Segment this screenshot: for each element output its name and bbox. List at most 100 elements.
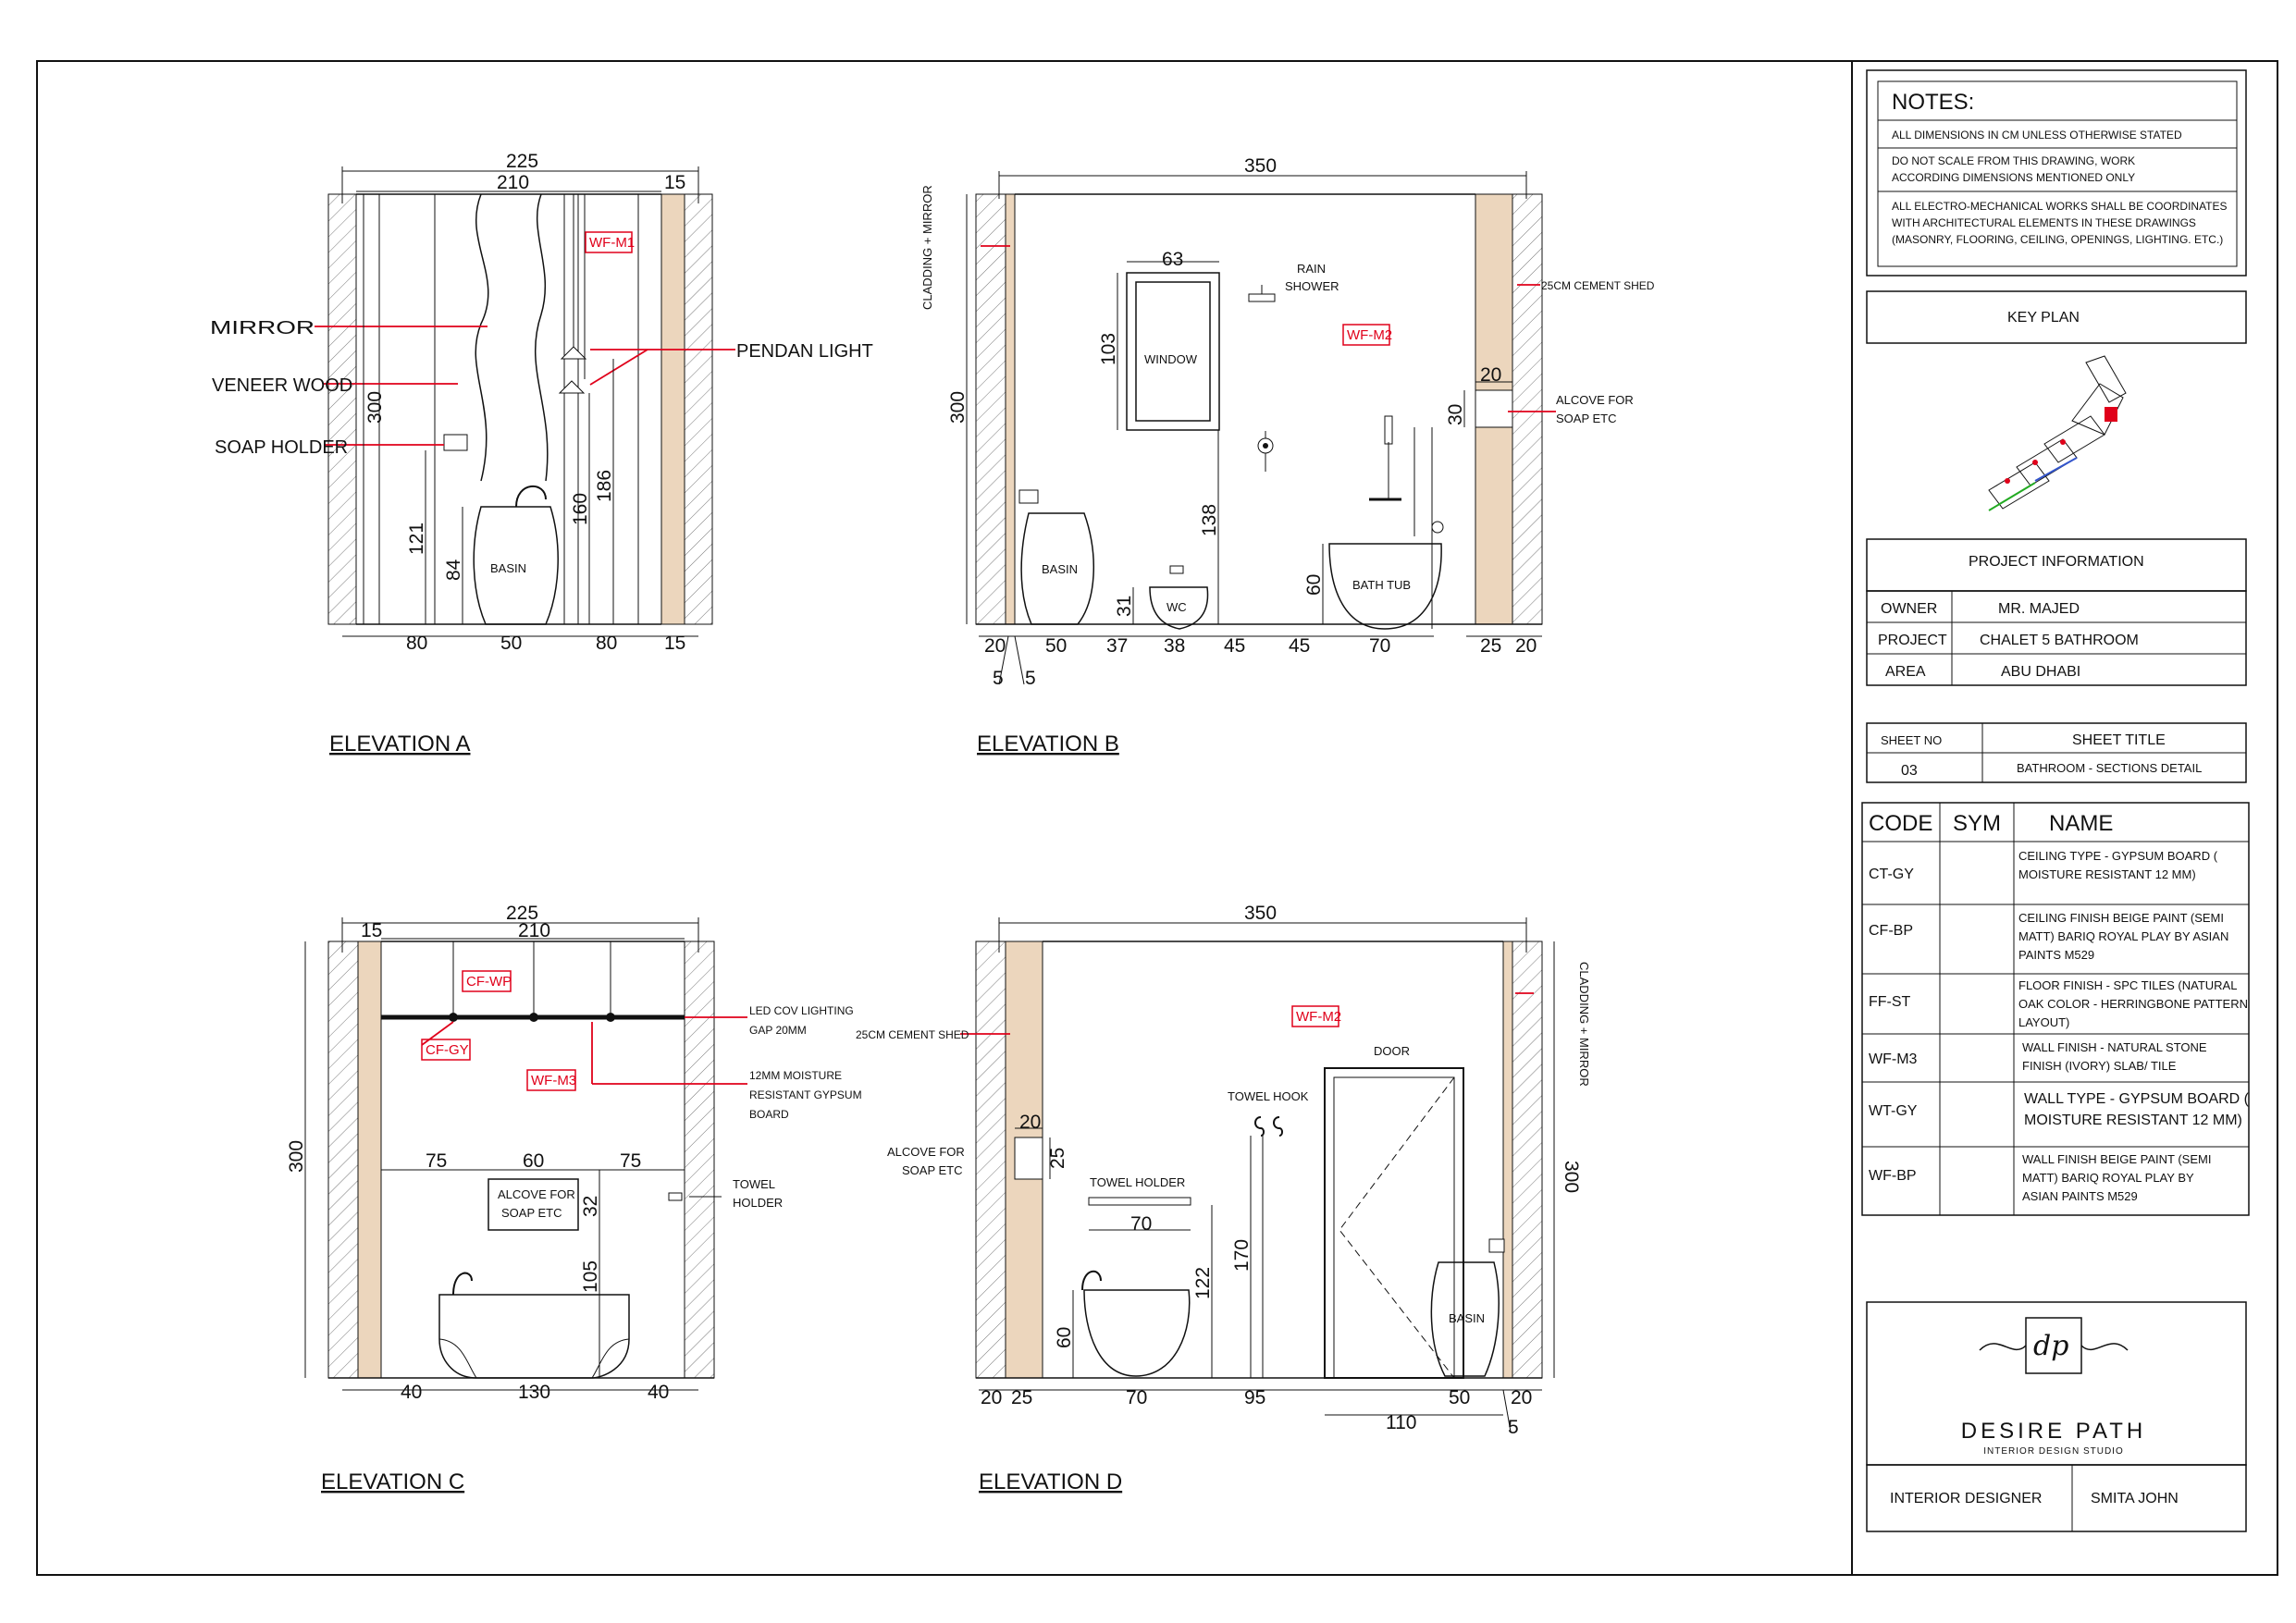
legend-row: FLOOR FINISH - SPC TILES (NATURAL: [2018, 978, 2237, 992]
dim-63: 63: [1162, 249, 1183, 270]
bathtub: [1328, 543, 1442, 630]
label-soap-holder: SOAP HOLDER: [215, 437, 348, 458]
elevation-c-title: ELEVATION C: [321, 1469, 464, 1494]
info-project-key: PROJECT: [1878, 633, 1947, 648]
note-3a: ALL ELECTRO-MECHANICAL WORKS SHALL BE CO…: [1892, 200, 2228, 213]
label-gyp-1: 12MM MOISTURE: [749, 1069, 842, 1082]
label-alcove-b-1: ALCOVE FOR: [1556, 393, 1634, 407]
label-led-1: LED COV LIGHTING: [749, 1004, 854, 1017]
legend-row: PAINTS M529: [2018, 948, 2094, 962]
label-alcove-d-1: ALCOVE FOR: [887, 1145, 965, 1159]
dim-d-5: 20: [1511, 1387, 1532, 1408]
label-mirror: MIRROR: [210, 318, 315, 338]
legend-code-wf-bp: WF-BP: [1869, 1168, 1917, 1184]
sheet-border: [36, 60, 2278, 1576]
elevation-a: BASIN WF-M1 MIRROR VENEER WOOD SOAP HOLD…: [210, 151, 873, 756]
dim-b-4: 45: [1224, 635, 1245, 657]
info-owner-key: OWNER: [1881, 601, 1937, 617]
info-area-key: AREA: [1885, 664, 1926, 680]
basin-b-label: BASIN: [1042, 562, 1078, 576]
dim-210: 210: [497, 172, 529, 193]
basin-d: [1430, 1261, 1500, 1377]
basin-label: BASIN: [490, 561, 526, 575]
dim-15-bottom: 15: [664, 633, 685, 654]
legend-row: WALL FINISH - NATURAL STONE: [2022, 1040, 2207, 1054]
dim-122: 122: [1192, 1267, 1214, 1299]
info-project-value: CHALET 5 BATHROOM: [1980, 633, 2139, 648]
dim-225-c: 225: [506, 903, 538, 924]
window-label: WINDOW: [1144, 352, 1198, 366]
label-towel-holder: TOWEL HOLDER: [1090, 1175, 1185, 1189]
desire-path-logo: dp: [1979, 1317, 2129, 1374]
legend-row: LAYOUT): [2018, 1015, 2069, 1029]
dim-300-d: 300: [1561, 1161, 1582, 1193]
dim-105: 105: [580, 1260, 601, 1293]
brand-subtitle: INTERIOR DESIGN STUDIO: [1983, 1446, 2123, 1457]
tag-wf-m3: WF-M3: [531, 1073, 576, 1088]
door: [1324, 1067, 1464, 1379]
label-door: DOOR: [1374, 1044, 1410, 1058]
dim-b-2: 37: [1106, 635, 1128, 657]
label-gyp-2: RESISTANT GYPSUM: [749, 1088, 862, 1101]
bathtub-label: BATH TUB: [1352, 578, 1411, 592]
bottom-dims-d: 20 25 70 95 50 20: [981, 1387, 1532, 1408]
label-veneer-wood: VENEER WOOD: [212, 375, 352, 396]
towel-holder-bar: [1088, 1197, 1191, 1206]
key-plan-box: [1866, 290, 2247, 344]
dim-b-1: 50: [1045, 635, 1067, 657]
dim-d-3: 95: [1244, 1387, 1265, 1408]
legend-row: MOISTURE RESISTANT 12 MM): [2018, 867, 2196, 881]
title-block: NOTES: ALL DIMENSIONS IN CM UNLESS OTHER…: [1861, 69, 2250, 1532]
legend-code-ct-gy: CT-GY: [1869, 867, 1914, 882]
logo-mark: dp: [2033, 1330, 2068, 1362]
dim-31: 31: [1114, 596, 1135, 617]
basin-a: [473, 506, 559, 625]
elevation-b: WINDOW RAIN SHOWER BASIN WC BATH TUB: [920, 155, 1655, 756]
dim-70-holder: 70: [1130, 1213, 1152, 1235]
label-alcove-d-2: SOAP ETC: [902, 1163, 963, 1177]
dim-350-d: 350: [1244, 903, 1277, 924]
dim-121: 121: [406, 523, 427, 555]
alcove-b: [1475, 389, 1513, 428]
label-pendant-light: PENDAN LIGHT: [736, 341, 873, 362]
designer-label: INTERIOR DESIGNER: [1890, 1491, 2042, 1506]
dim-40-right: 40: [648, 1382, 669, 1403]
legend-code-wt-gy: WT-GY: [1869, 1103, 1918, 1119]
legend-row: ASIAN PAINTS M529: [2022, 1189, 2138, 1203]
dim-170: 170: [1231, 1239, 1253, 1272]
dim-d-4: 50: [1449, 1387, 1470, 1408]
designer-name: SMITA JOHN: [2091, 1491, 2179, 1506]
legend-header-sym: SYM: [1953, 811, 2001, 836]
dim-20-d: 20: [1019, 1112, 1041, 1133]
tag-cf-gy: CF-GY: [426, 1042, 469, 1058]
basin-b: [1020, 512, 1094, 625]
dim-300-c: 300: [286, 1140, 307, 1173]
elevation-d-title: ELEVATION D: [979, 1469, 1122, 1494]
project-info-title: PROJECT INFORMATION: [1969, 554, 2144, 570]
tag-wf-m2-d: WF-M2: [1296, 1009, 1341, 1025]
dim-160: 160: [570, 493, 591, 525]
elevation-d: TOWEL HOLDER TOWEL HOOK DOOR BASIN WF-M2…: [856, 903, 1591, 1494]
dim-40-left: 40: [401, 1382, 422, 1403]
label-led-2: GAP 20MM: [749, 1024, 807, 1037]
label-towel-hook: TOWEL HOOK: [1228, 1089, 1309, 1103]
wc-d: [1083, 1289, 1191, 1377]
notes-box: [1866, 69, 2247, 277]
label-alcove-b-2: SOAP ETC: [1556, 412, 1617, 425]
notes-title: NOTES:: [1892, 90, 1974, 115]
elevation-a-title: ELEVATION A: [329, 732, 471, 756]
sheet-no: 03: [1901, 763, 1918, 779]
dim-60-b: 60: [1303, 574, 1325, 596]
label-alcove-c-1: ALCOVE FOR: [498, 1187, 575, 1201]
note-2b: ACCORDING DIMENSIONS MENTIONED ONLY: [1892, 171, 2135, 184]
rain-label: RAIN: [1297, 262, 1326, 276]
legend-row: MATT) BARIQ ROYAL PLAY BY ASIAN: [2018, 929, 2228, 943]
legend-row: OAK COLOR - HERRINGBONE PATTERN: [2018, 997, 2248, 1011]
note-3b: WITH ARCHITECTURAL ELEMENTS IN THESE DRA…: [1892, 216, 2196, 229]
dim-25-d: 25: [1047, 1148, 1068, 1169]
hand-shower-icon: [1369, 415, 1444, 629]
bathtub-c: [438, 1294, 630, 1379]
legend-row: WALL TYPE - GYPSUM BOARD (: [2024, 1091, 2250, 1107]
towel-hook-icon: [1254, 1116, 1283, 1378]
